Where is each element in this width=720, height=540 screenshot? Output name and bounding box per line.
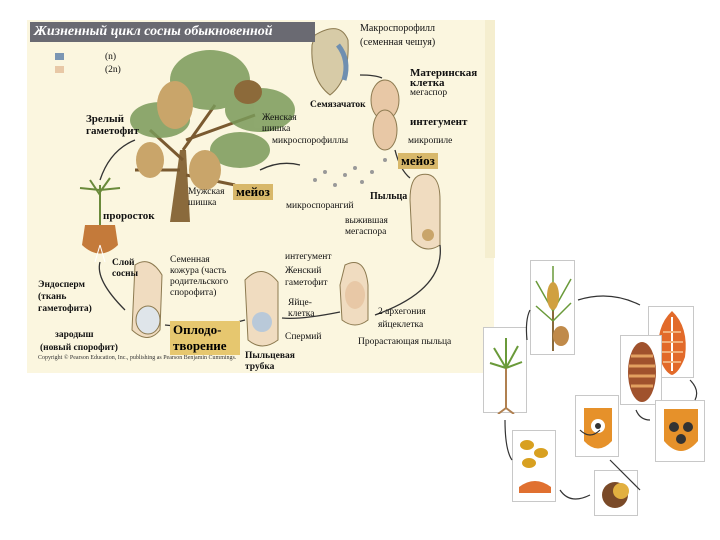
label-megaspore-small: мегаспор (410, 88, 448, 98)
label-pollen: Пыльца (370, 191, 408, 202)
label-egg-2: клетка (288, 309, 315, 319)
seedling-drawing (79, 177, 121, 225)
legend-swatch-haploid (55, 53, 64, 60)
label-germinating-pollen: Прорастающая пыльца (358, 337, 452, 347)
label-mature-gametophyte-1: Зрелый (86, 113, 124, 125)
seedling-soil (82, 225, 118, 254)
copyright-text: Copyright © Pearson Education, Inc., pub… (38, 355, 237, 361)
label-seed-coat-3: родительского (170, 277, 229, 287)
page-title: Жизненный цикл сосны обыкновенной (30, 22, 315, 42)
label-endosperm-2: (ткань (38, 292, 67, 302)
card-female-cone (620, 335, 662, 405)
label-female-cone-2: шишка (262, 124, 291, 134)
label-pollen-tube-2: трубка (245, 362, 275, 372)
label-sperm: Спермий (285, 332, 322, 342)
label-integument-mid: интегумент (285, 252, 332, 262)
label-embryo-1: зародыш (55, 330, 94, 340)
label-seedling: проросток (103, 210, 155, 222)
label-endosperm-1: Эндосперм (38, 280, 85, 290)
label-wings-2: сосны (112, 269, 139, 279)
label-micropyle: микропиле (408, 136, 453, 146)
label-surviving-megaspore-2: мегаспора (345, 227, 387, 237)
card-cone-section (655, 400, 705, 462)
fertilization-line-2: творение (173, 338, 227, 353)
card-seeds (512, 430, 556, 502)
tree-cones (136, 80, 262, 190)
legend-label-haploid: (n) (105, 52, 117, 62)
label-seed-coat-1: Семенная (170, 255, 210, 265)
label-wings-1: Слой (112, 258, 135, 268)
label-archegonia-2: яйцеклетка (378, 320, 424, 330)
label-seed-scale: (семенная чешуя) (360, 37, 436, 48)
label-embryo-2: (новый спорофит) (40, 343, 118, 353)
label-ovule: Семязачаток (310, 100, 366, 110)
card-pine-branch (530, 260, 575, 355)
label-surviving-megaspore-1: выжившая (345, 216, 388, 226)
label-male-cone-2: шишка (188, 198, 217, 208)
label-female-gametophyte-2: гаметофит (285, 278, 328, 288)
label-pollen-tube-1: Пыльцевая (245, 351, 295, 361)
tree-branches (135, 104, 256, 187)
label-seed-coat-2: кожура (часть (170, 266, 227, 276)
legend-label-diploid: (2n) (105, 65, 121, 75)
meiosis-box-left: мейоз (233, 184, 273, 200)
label-microsporangium: микроспорангий (286, 201, 354, 211)
label-mature-gametophyte-2: гаметофит (86, 125, 139, 137)
label-archegonia-1: 2 архегония (378, 307, 426, 317)
label-egg-1: Яйце- (288, 298, 312, 308)
card-germination (594, 470, 638, 516)
label-female-cone-1: Женская (262, 113, 297, 123)
card-seedling (483, 327, 527, 414)
label-seed-coat-4: спорофита) (170, 288, 217, 298)
label-microsporophylls: микроспорофиллы (272, 136, 349, 146)
label-mother-cell-2: клетка (410, 77, 445, 89)
megaspore-drawing (409, 173, 441, 250)
pollen-grains (313, 158, 387, 187)
label-integument-top: интегумент (410, 116, 468, 128)
meiosis-box-right: мейоз (398, 153, 438, 169)
tree-trunk (170, 150, 190, 222)
label-mother-cell-1: Материнская (410, 67, 478, 79)
label-female-gametophyte-1: Женский (285, 266, 322, 276)
label-endosperm-3: гаметофита) (38, 304, 92, 314)
panel-edge (485, 20, 495, 258)
fertilization-line-1: Оплодо- (173, 322, 222, 337)
label-macrosporophyll: Макроспорофилл (360, 23, 436, 34)
label-male-cone-1: Мужская (188, 187, 225, 197)
card-ovule (575, 395, 619, 457)
legend-swatch-diploid (55, 66, 64, 73)
fertilization-box: Оплодо- творение (170, 321, 240, 355)
